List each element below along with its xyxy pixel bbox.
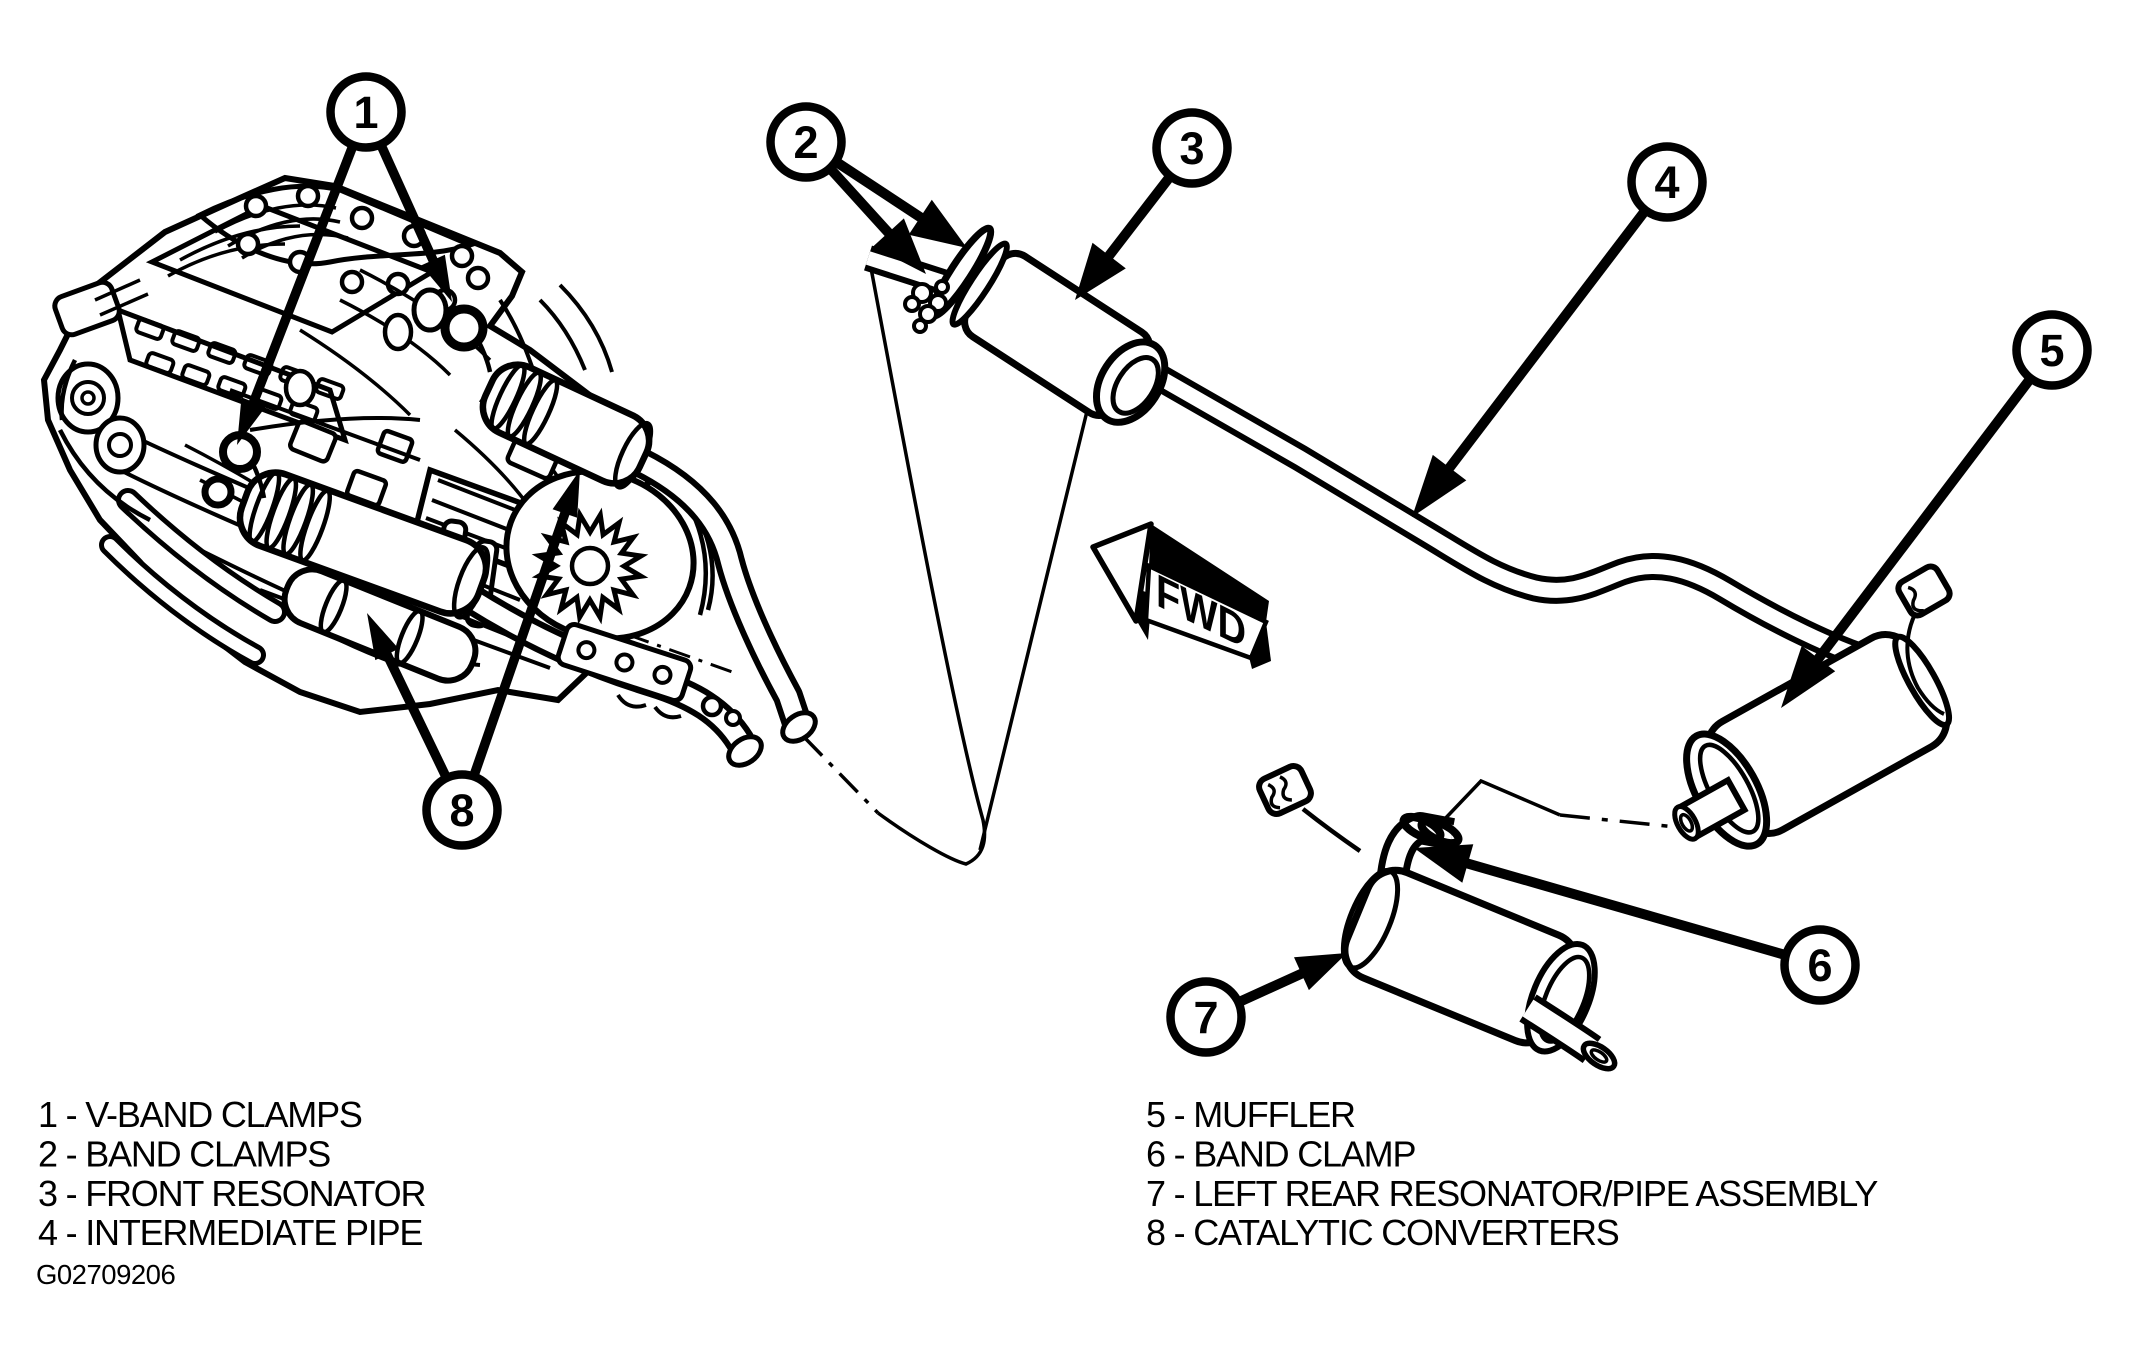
svg-text:1: 1 — [353, 87, 378, 138]
svg-text:8: 8 — [449, 785, 474, 836]
svg-text:8 - CATALYTIC CONVERTERS: 8 - CATALYTIC CONVERTERS — [1146, 1212, 1619, 1253]
svg-text:4: 4 — [1654, 157, 1679, 208]
svg-text:3 - FRONT RESONATOR: 3 - FRONT RESONATOR — [38, 1173, 425, 1214]
svg-text:2 - BAND CLAMPS: 2 - BAND CLAMPS — [38, 1133, 330, 1174]
svg-text:7: 7 — [1193, 992, 1218, 1043]
svg-text:5: 5 — [2039, 325, 2064, 376]
svg-text:4 - INTERMEDIATE PIPE: 4 - INTERMEDIATE PIPE — [38, 1212, 422, 1253]
svg-text:5 - MUFFLER: 5 - MUFFLER — [1146, 1094, 1355, 1135]
svg-text:6 - BAND CLAMP: 6 - BAND CLAMP — [1146, 1133, 1415, 1174]
svg-text:7 - LEFT REAR RESONATOR/PIPE A: 7 - LEFT REAR RESONATOR/PIPE ASSEMBLY — [1146, 1173, 1878, 1214]
svg-text:G02709206: G02709206 — [36, 1259, 175, 1290]
svg-text:6: 6 — [1807, 940, 1832, 991]
svg-text:2: 2 — [793, 117, 818, 168]
svg-text:3: 3 — [1179, 123, 1204, 174]
svg-text:1 - V-BAND CLAMPS: 1 - V-BAND CLAMPS — [38, 1094, 362, 1135]
